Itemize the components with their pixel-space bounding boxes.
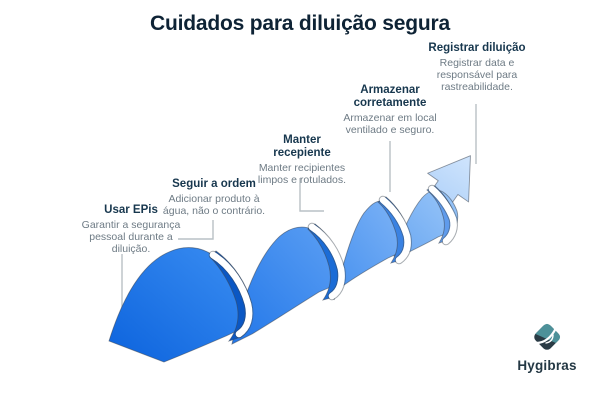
leader-line-2	[178, 220, 214, 240]
step-1-usar-epis: Usar EPis Garantir a segurança pessoal d…	[70, 204, 192, 256]
step-4-description: Armazenar em local ventilado e seguro.	[343, 111, 437, 137]
step-2-seguir-a-ordem: Seguir a ordem Adicionar produto à água,…	[154, 178, 274, 217]
fold-underside-1	[209, 250, 253, 342]
step-5-heading: Registrar diluição	[428, 42, 526, 54]
step-3-manter-recepiente: Manter recepiente Manter recipientes lim…	[250, 134, 354, 186]
fold-hook-1	[209, 251, 253, 338]
fold-hook-3	[379, 196, 411, 264]
fold-hook-2	[308, 223, 345, 300]
step-4-armazenar-corretamente: Armazenar corretamente Armazenar em loca…	[330, 84, 450, 136]
fold-hook-4	[428, 185, 457, 245]
step-2-description: Adicionar produto à água, não o contrári…	[162, 192, 266, 218]
leader-line-3	[299, 178, 324, 212]
step-4-heading: Armazenar corretamente	[353, 84, 427, 109]
step-1-heading: Usar EPis	[104, 204, 158, 216]
step-2-heading: Seguir a ordem	[172, 178, 256, 190]
hygibras-logo-text: Hygibras	[517, 358, 577, 373]
step-3-heading: Manter recepiente	[273, 134, 331, 159]
step-3-description: Manter recipientes limpos e rotulados.	[257, 161, 347, 187]
brand-logo: Hygibras	[505, 322, 589, 376]
fold-hooks	[208, 184, 458, 339]
hygibras-logo-icon	[534, 323, 561, 350]
step-1-description: Garantir a segurança pessoal durante a d…	[81, 218, 181, 256]
step-5-description: Registrar data e responsável para rastre…	[436, 56, 518, 94]
step-5-registrar-diluicao: Registrar diluição Registrar data e resp…	[416, 42, 538, 94]
page-title: Cuidados para diluição segura	[150, 12, 450, 35]
